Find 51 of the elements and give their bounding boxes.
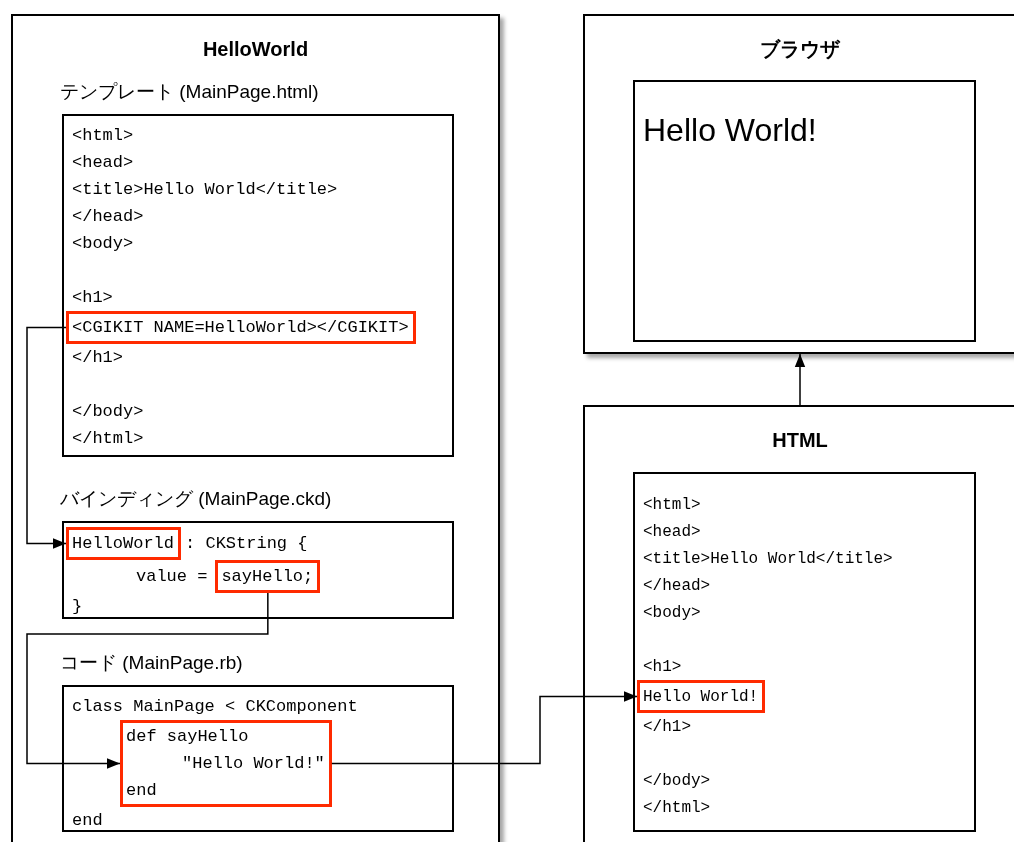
page-heading: Hello World! xyxy=(643,111,818,150)
code-line: </body> xyxy=(643,770,711,792)
highlight-box xyxy=(66,311,416,344)
code-line: Hello World! xyxy=(643,686,759,708)
code-line: HelloWorld xyxy=(72,532,175,555)
code-line: : CKString { xyxy=(185,532,308,555)
code-line: <body> xyxy=(643,602,701,624)
code-line: <title>Hello World</title> xyxy=(643,548,893,570)
code-line: } xyxy=(72,595,83,618)
code-line: end xyxy=(126,779,157,802)
panel xyxy=(583,405,1014,842)
highlight-box xyxy=(637,680,766,713)
code-line: value = xyxy=(136,565,208,588)
code-line: <body> xyxy=(72,232,134,255)
section-heading: バインディング (MainPage.ckd) xyxy=(60,488,332,509)
code-line: <head> xyxy=(643,521,701,543)
code-line: </head> xyxy=(643,575,711,597)
code-line: <html> xyxy=(72,124,134,147)
highlight-box xyxy=(66,527,182,560)
code-line: def sayHello xyxy=(126,725,249,748)
panel-title: ブラウザ xyxy=(760,37,840,62)
code-line: <CGIKIT NAME=HelloWorld></CGIKIT> xyxy=(72,316,409,339)
panel-title: HTML xyxy=(772,428,828,453)
code-line: "Hello World!" xyxy=(182,752,325,775)
panel xyxy=(11,14,500,842)
arrow xyxy=(26,592,269,769)
code-line: </h1> xyxy=(643,716,691,738)
highlight-box xyxy=(120,720,332,807)
code-line: <title>Hello World</title> xyxy=(72,178,338,201)
code-line: <h1> xyxy=(643,656,682,678)
section-heading: コード (MainPage.rb) xyxy=(60,652,243,673)
panel-title: HelloWorld xyxy=(202,37,309,62)
code-line: </h1> xyxy=(72,346,123,369)
arrow xyxy=(26,326,67,549)
arrow xyxy=(331,691,638,765)
code-line: </body> xyxy=(72,400,144,423)
code-line: end xyxy=(72,809,103,832)
code-line: </html> xyxy=(72,427,144,450)
arrow xyxy=(794,353,806,406)
panel xyxy=(583,14,1014,354)
browser-window xyxy=(633,80,976,342)
highlight-box xyxy=(215,560,321,593)
code-line: <html> xyxy=(643,494,701,516)
code-line: <head> xyxy=(72,151,134,174)
code-line: </html> xyxy=(643,797,711,819)
section-heading: テンプレート (MainPage.html) xyxy=(60,81,319,102)
code-line: </head> xyxy=(72,205,144,228)
code-box xyxy=(633,472,976,832)
code-line: sayHello; xyxy=(221,565,314,588)
code-line: <h1> xyxy=(72,286,113,309)
code-line: class MainPage < CKComponent xyxy=(72,695,358,718)
